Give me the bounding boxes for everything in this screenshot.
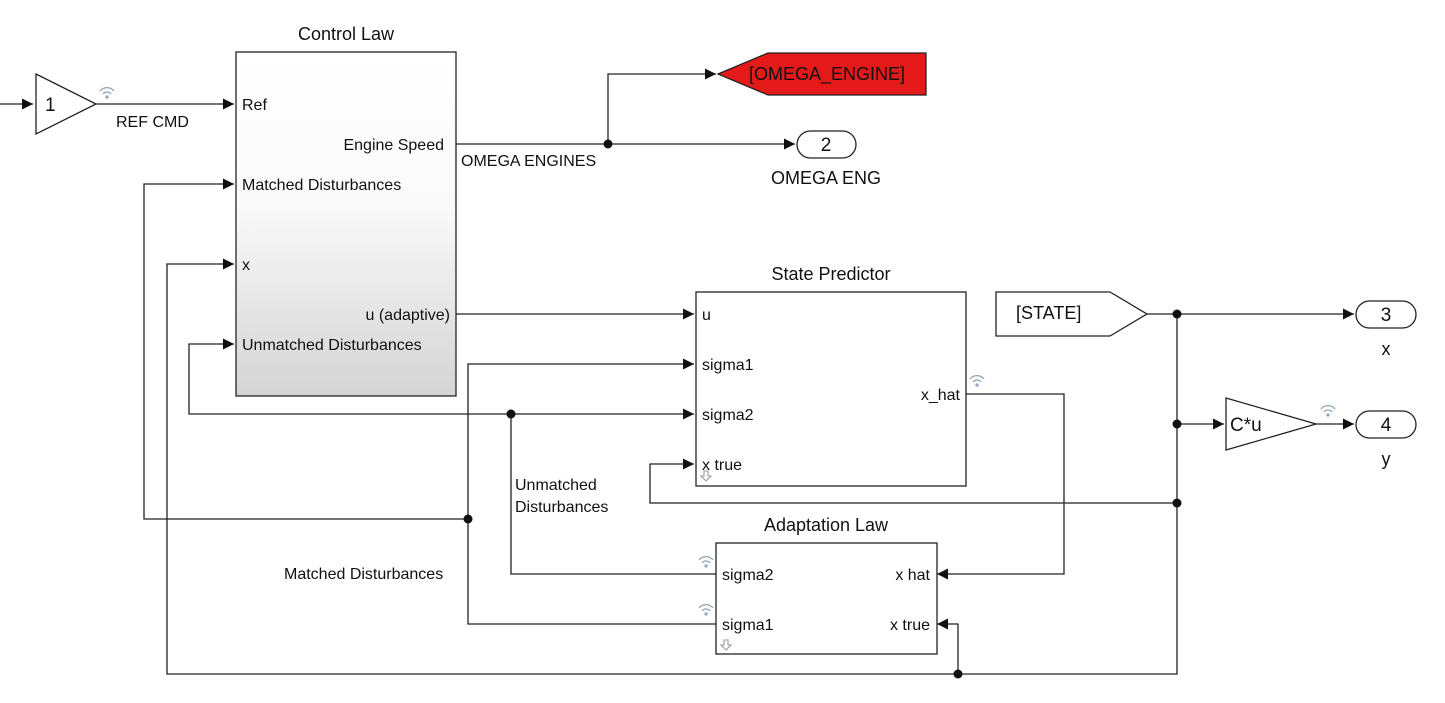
adaptation-law-port-sigma2: sigma2 (722, 567, 774, 584)
control-law-port-engine-speed: Engine Speed (343, 137, 444, 154)
state-predictor-port-sigma1: sigma1 (702, 357, 754, 374)
gain-1-value: 1 (45, 95, 56, 116)
control-law-port-x: x (242, 257, 250, 274)
adaptation-law-port-xtrue: x true (890, 617, 930, 634)
junction-dot (506, 409, 516, 419)
wire-to-goto-omega[interactable] (607, 68, 716, 144)
wire-sigma1-to-control-matched[interactable] (143, 178, 468, 520)
adaptation-law-port-xhat: x hat (895, 567, 930, 584)
adaptation-law-port-sigma1: sigma1 (722, 617, 774, 634)
outport-2[interactable]: 2 (796, 130, 857, 159)
adaptation-law-title: Adaptation Law (764, 515, 889, 535)
signal-logging-icon (698, 604, 714, 616)
control-law-port-unmatched: Unmatched Disturbances (242, 337, 422, 354)
wire-xhat-to-adaptation[interactable] (937, 393, 1065, 580)
junction-dot (953, 669, 963, 679)
outport-2-number: 2 (821, 135, 832, 156)
state-predictor-port-u: u (702, 307, 711, 324)
control-law-port-ref: Ref (242, 97, 267, 114)
signal-logging-icon (969, 375, 985, 387)
wire-sigma1-to-predictor[interactable] (467, 358, 716, 625)
junction-dot (1172, 419, 1182, 429)
signal-label-matched: Matched Disturbances (284, 566, 443, 583)
outport-3[interactable]: 3 (1355, 300, 1417, 329)
outport-4-number: 4 (1381, 415, 1392, 436)
junction-dot (463, 514, 473, 524)
junction-dot (1172, 309, 1182, 319)
wire-sigma2-out[interactable] (510, 414, 716, 575)
goto-tag-shape (716, 52, 927, 96)
state-predictor-port-xtrue: x true (702, 457, 742, 474)
viewer-arrow-icon (719, 639, 733, 651)
adaptation-law-block[interactable] (715, 542, 938, 655)
state-predictor-title: State Predictor (771, 264, 890, 284)
viewer-arrow-icon (699, 470, 713, 482)
wire-state-to-adaptation-xtrue[interactable] (937, 618, 959, 674)
from-block-state[interactable]: [STATE] (995, 291, 1149, 337)
gain-block-c[interactable]: C*u (1225, 397, 1319, 451)
outport-2-name: OMEGA ENG (771, 168, 881, 188)
control-law-port-matched: Matched Disturbances (242, 177, 401, 194)
signal-label-ref-cmd: REF CMD (116, 114, 189, 131)
control-law-block[interactable] (235, 51, 457, 397)
signal-label-omega-engines: OMEGA ENGINES (461, 153, 596, 170)
wire-state-to-control-x[interactable] (166, 258, 1178, 675)
outport-4-name: y (1382, 449, 1391, 469)
state-predictor-port-xhat: x_hat (921, 387, 961, 404)
signal-logging-icon (99, 87, 115, 99)
outport-3-name: x (1382, 339, 1391, 359)
gain-c-value: C*u (1230, 415, 1262, 436)
gain-block-1[interactable]: 1 (35, 72, 98, 136)
goto-block-omega-engine[interactable]: [OMEGA_ENGINE] (716, 52, 927, 96)
state-predictor-block[interactable] (695, 291, 967, 487)
junction-dot (603, 139, 613, 149)
wire-state-to-predictor-xtrue[interactable] (649, 458, 1177, 504)
control-law-port-u-adaptive: u (adaptive) (366, 307, 451, 324)
wire-sigma2-to-control-unmatched[interactable] (188, 338, 511, 415)
signal-logging-icon (698, 556, 714, 568)
state-predictor-port-sigma2: sigma2 (702, 407, 754, 424)
signal-label-unmatched-2: Disturbances (515, 499, 608, 516)
signal-logging-icon (1320, 405, 1336, 417)
outport-4[interactable]: 4 (1355, 410, 1417, 439)
signal-label-unmatched-1: Unmatched (515, 477, 597, 494)
goto-tag-label: [OMEGA_ENGINE] (749, 64, 905, 85)
from-block-label: [STATE] (1016, 303, 1081, 323)
junction-dot (1172, 498, 1182, 508)
outport-3-number: 3 (1381, 305, 1392, 326)
control-law-title: Control Law (298, 24, 395, 44)
